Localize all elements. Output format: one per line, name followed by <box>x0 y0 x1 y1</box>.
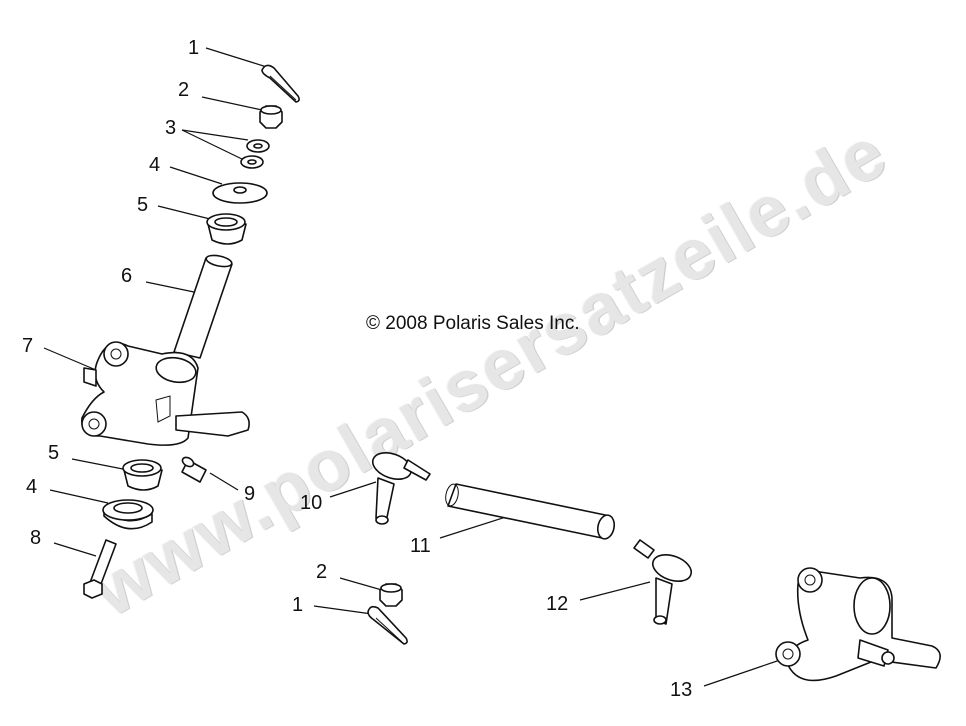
copyright-notice: © 2008 Polaris Sales Inc. <box>366 313 580 334</box>
callout-13: 13 <box>670 679 693 701</box>
part-1-cotter-pin-bottom <box>367 605 408 645</box>
callout-7: 7 <box>22 335 34 357</box>
callout-8: 8 <box>30 527 42 549</box>
callout-3: 3 <box>165 117 177 139</box>
part-2-nut-top <box>259 105 283 129</box>
part-4-washer-bottom <box>102 499 154 530</box>
part-8-bolt <box>83 539 117 599</box>
callout-10: 10 <box>300 492 323 514</box>
callout-6: 6 <box>121 265 133 287</box>
callout-5-top: 5 <box>137 194 149 216</box>
part-5-bushing-bottom <box>122 459 163 491</box>
part-6-spacer-tube <box>173 254 233 359</box>
part-4-washer-top <box>212 182 268 204</box>
callout-12: 12 <box>546 593 569 615</box>
part-1-cotter-pin-top <box>261 64 300 103</box>
part-7-steering-bracket <box>81 341 250 446</box>
part-13-spindle <box>775 567 941 682</box>
callout-2-top: 2 <box>178 79 190 101</box>
part-5-bushing-top <box>206 213 247 245</box>
part-2-nut-bottom <box>379 583 403 607</box>
callout-5-bottom: 5 <box>48 442 60 464</box>
leader-lines <box>43 47 781 687</box>
part-10-tie-rod-end-left <box>371 452 431 525</box>
callout-4-top: 4 <box>149 154 161 176</box>
callout-9: 9 <box>244 483 256 505</box>
callout-11: 11 <box>410 535 431 557</box>
callout-4-bottom: 4 <box>26 476 38 498</box>
part-11-tie-rod-tube <box>445 483 616 540</box>
callout-1-top: 1 <box>188 37 200 59</box>
callout-2-bottom: 2 <box>316 561 328 583</box>
part-12-tie-rod-end-right <box>633 539 693 625</box>
part-3-washers <box>240 139 270 169</box>
part-9-bushing-small <box>181 456 207 483</box>
callout-1-bottom: 1 <box>292 594 304 616</box>
